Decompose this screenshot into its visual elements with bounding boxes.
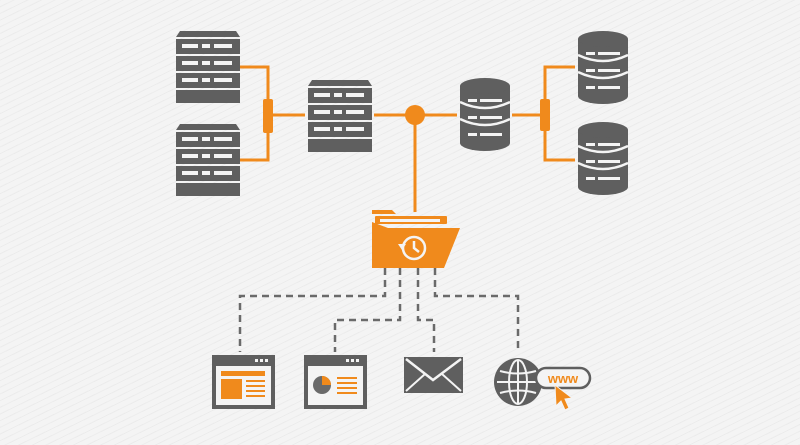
network-hub-node xyxy=(405,105,425,125)
globe-www-icon: www xyxy=(494,358,592,411)
web-page-layout-icon xyxy=(212,355,275,409)
server-bottom-left-icon xyxy=(176,124,240,196)
dashed-link-email xyxy=(416,268,436,352)
cursor-arrow-icon xyxy=(554,383,574,411)
network-connections xyxy=(240,65,575,212)
distribution-connections xyxy=(238,268,520,352)
www-address-pill xyxy=(534,366,592,390)
folder-history-icon xyxy=(372,210,460,268)
database-center-icon xyxy=(458,76,512,153)
server-top-left-icon xyxy=(176,31,240,103)
envelope-icon xyxy=(404,357,463,393)
database-bottom-right-icon xyxy=(576,120,630,197)
dashed-link-report xyxy=(333,268,402,352)
right-connector-block xyxy=(540,99,550,131)
dashed-link-website xyxy=(433,268,520,352)
dashed-link-web-page xyxy=(238,268,387,352)
report-chart-window-icon xyxy=(304,355,367,409)
database-top-right-icon xyxy=(576,29,630,106)
server-center-icon xyxy=(308,80,372,152)
left-connector-block xyxy=(263,99,273,133)
www-label: www xyxy=(547,371,579,386)
